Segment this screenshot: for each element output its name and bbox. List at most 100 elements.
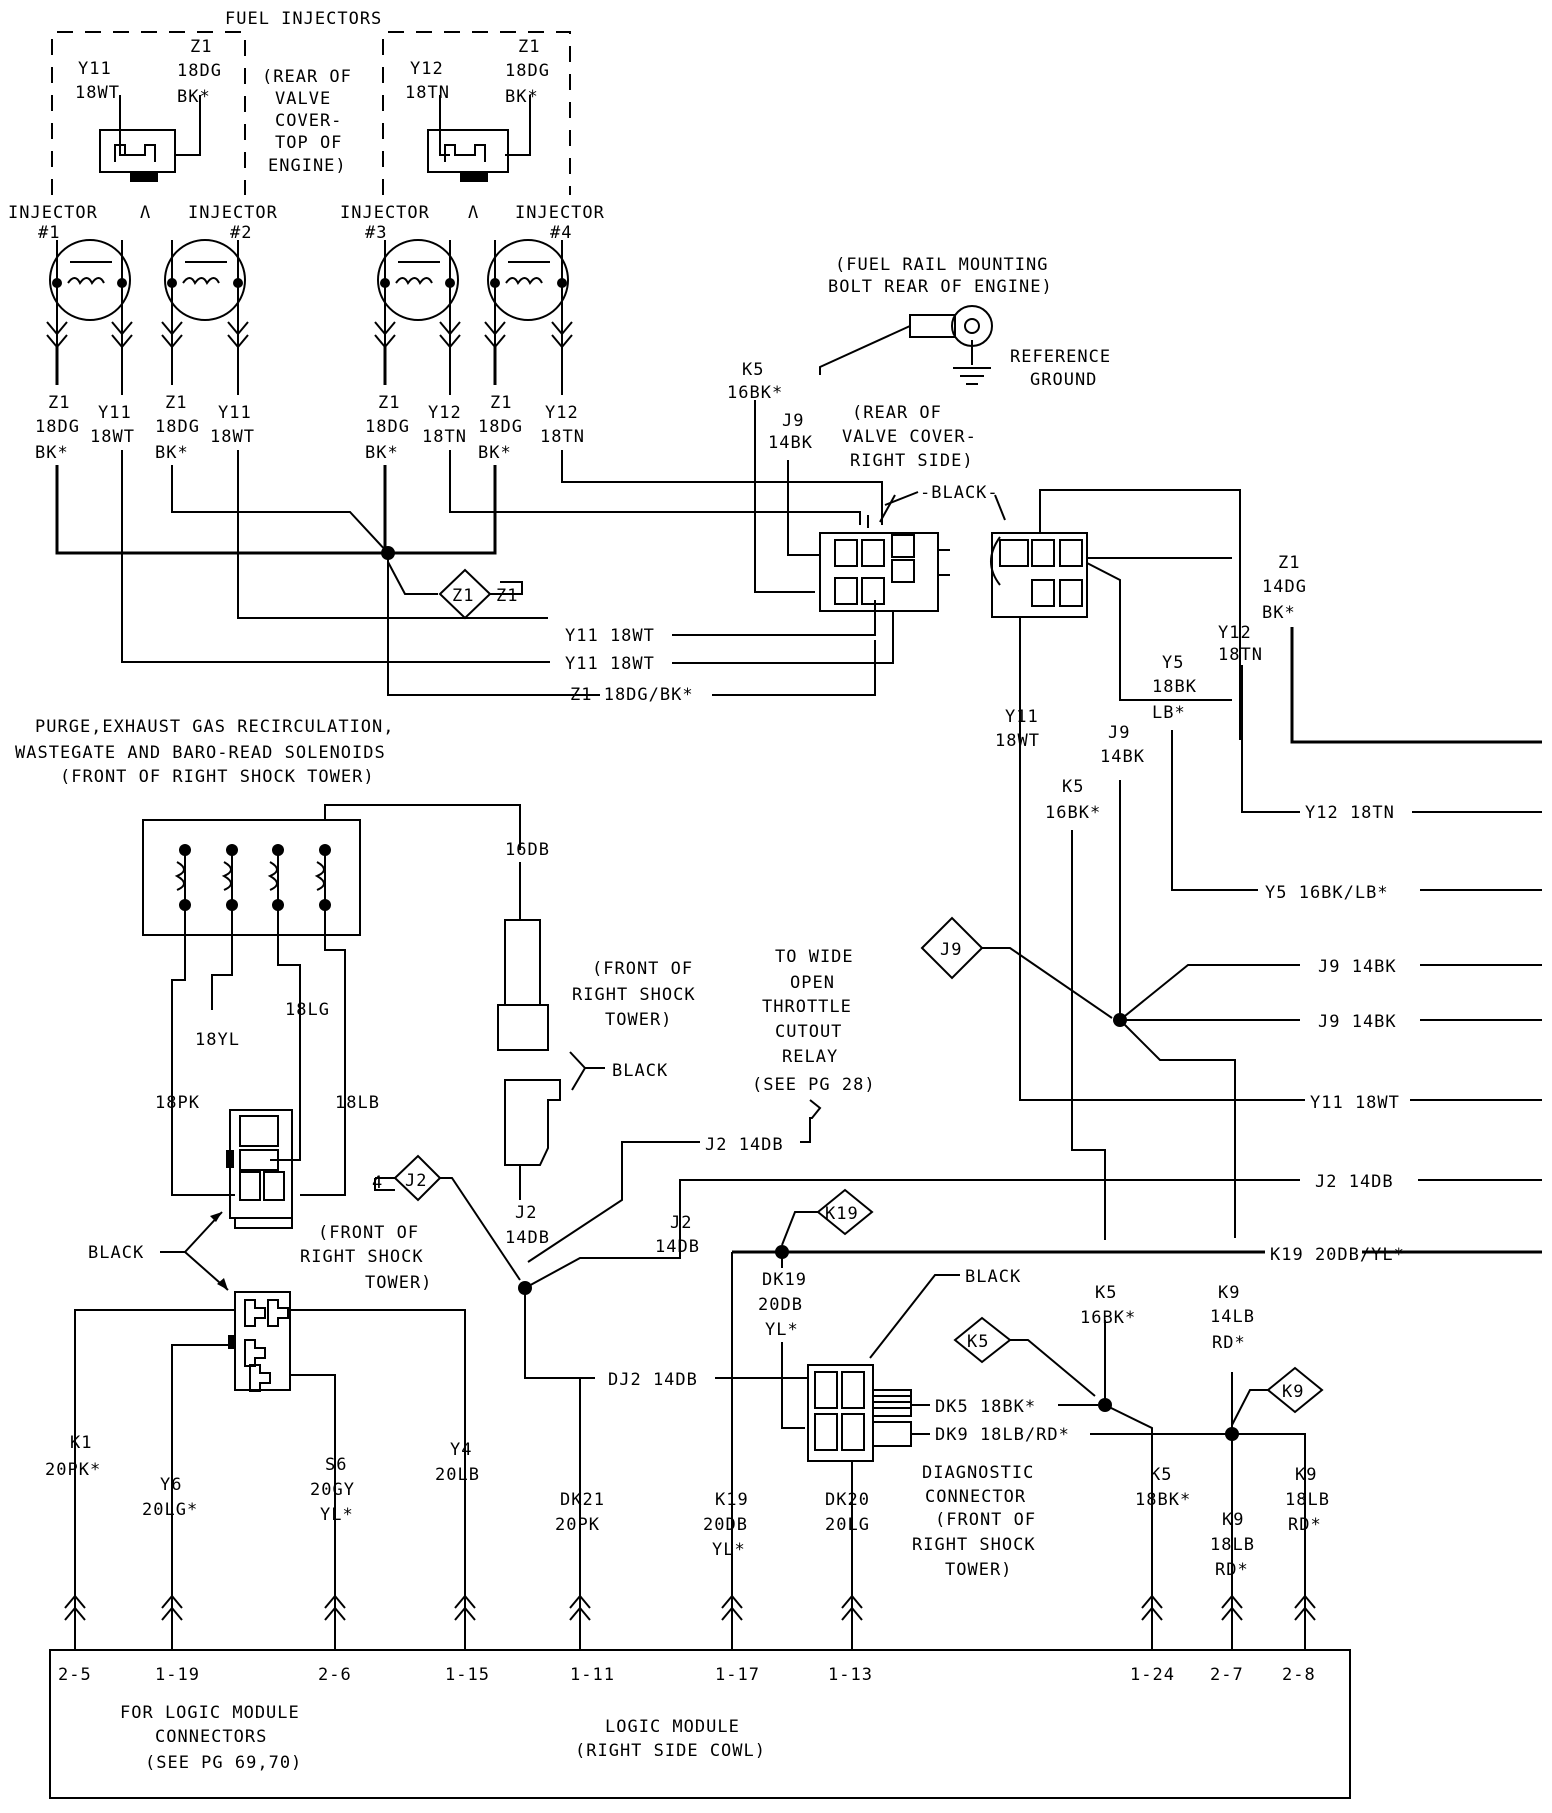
svg-text:K5: K5	[967, 1332, 989, 1352]
dk5-dk9-wires	[911, 1404, 1228, 1435]
svg-text:16BK*: 16BK*	[727, 383, 783, 403]
svg-text:REFERENCE: REFERENCE	[1010, 347, 1111, 367]
svg-text:1-13: 1-13	[828, 1665, 873, 1685]
svg-text:14DB: 14DB	[655, 1237, 700, 1257]
label-k9-bot2: K9 18LB RD*	[1285, 1465, 1329, 1535]
note-reference-ground: REFERENCE GROUND	[1010, 347, 1111, 390]
svg-text:DK9 18LB/RD*: DK9 18LB/RD*	[935, 1425, 1070, 1445]
svg-text:(REAR OF: (REAR OF	[262, 67, 352, 87]
label-connector-black-3: BLACK	[612, 1061, 668, 1081]
svg-text:(REAR OF: (REAR OF	[852, 403, 942, 423]
dk19-wire	[781, 1252, 805, 1429]
svg-text:COVER-: COVER-	[275, 111, 342, 131]
svg-text:RIGHT SHOCK: RIGHT SHOCK	[300, 1247, 424, 1267]
run-y11-1: Y11 18WT	[565, 600, 876, 646]
svg-text:Z1: Z1	[490, 393, 512, 413]
svg-text:TOP OF: TOP OF	[275, 133, 342, 153]
svg-text:4: 4	[372, 1173, 383, 1193]
label-inj1-y11: Y11 18WT	[90, 403, 135, 447]
svg-text:TO WIDE: TO WIDE	[775, 947, 854, 967]
svg-text:#4: #4	[550, 223, 572, 243]
svg-text:18WT: 18WT	[75, 83, 120, 103]
diagram-title: FUEL INJECTORS	[225, 9, 382, 29]
note-rear-valve-cover-top: (REAR OF VALVE COVER- TOP OF ENGINE)	[262, 67, 352, 176]
label-injector-2: INJECTOR #2	[188, 203, 278, 243]
svg-text:RD*: RD*	[1212, 1333, 1246, 1353]
j2-relay-wire	[527, 1141, 700, 1263]
injector-chevrons	[46, 283, 573, 349]
svg-text:18LB: 18LB	[1210, 1535, 1255, 1555]
svg-text:20LG: 20LG	[825, 1515, 870, 1535]
label-j2-vert2: J2 14DB	[655, 1213, 700, 1257]
svg-text:(FRONT OF: (FRONT OF	[318, 1223, 419, 1243]
svg-text:Z1: Z1	[518, 37, 540, 57]
svg-text:18WT: 18WT	[90, 427, 135, 447]
svg-text:DIAGNOSTIC: DIAGNOSTIC	[922, 1463, 1034, 1483]
j9-splice-tag: J9	[920, 916, 1113, 1019]
svg-text:DK19: DK19	[762, 1270, 807, 1290]
svg-text:18DG: 18DG	[365, 417, 410, 437]
label-k1: K1 20PK*	[45, 1433, 101, 1480]
run-y11-2: Y11 18WT	[565, 610, 894, 674]
svg-text:J2: J2	[405, 1171, 427, 1191]
sol-16db-wire	[324, 804, 521, 850]
label-inj2-z1: Z1 18DG BK*	[155, 393, 200, 463]
label-right-y11: Y11 18WT	[995, 707, 1039, 751]
label-sol-18pk: 18PK	[155, 1093, 200, 1113]
svg-text:K5: K5	[1095, 1283, 1117, 1303]
injector-2-symbol	[164, 239, 246, 321]
svg-text:K9: K9	[1222, 1510, 1244, 1530]
label-right-y5: Y5 18BK LB*	[1152, 653, 1196, 723]
svg-text:14LB: 14LB	[1210, 1307, 1255, 1327]
svg-text:20PK*: 20PK*	[45, 1460, 101, 1480]
module-harness-wires	[74, 1309, 466, 1650]
svg-text:INJECTOR: INJECTOR	[188, 203, 278, 223]
note-diagnostic-connector: DIAGNOSTIC CONNECTOR (FRONT OF RIGHT SHO…	[912, 1463, 1036, 1580]
label-connector-black-2: BLACK	[88, 1243, 144, 1263]
label-right-j9: J9 14BK	[1100, 723, 1144, 767]
run-z1: Z1 18DG/BK*	[570, 640, 876, 705]
svg-text:Z1: Z1	[378, 393, 400, 413]
svg-text:18DG: 18DG	[155, 417, 200, 437]
out-y5: Y5 16BK/LB*	[1265, 883, 1389, 903]
svg-text:(FRONT OF: (FRONT OF	[592, 959, 693, 979]
j2-splice-tag: 4 J2	[372, 1154, 521, 1281]
svg-text:#2: #2	[230, 223, 252, 243]
label-k19-bot: K19 20DB YL*	[703, 1490, 748, 1560]
svg-text:K5: K5	[1150, 1465, 1172, 1485]
note-solenoids: PURGE,EXHAUST GAS RECIRCULATION, WASTEGA…	[15, 717, 394, 787]
label-k5-bot: K5 18BK*	[1135, 1465, 1190, 1510]
svg-text:Y12: Y12	[410, 59, 444, 79]
caret-1: Λ	[140, 203, 151, 223]
svg-text:1-24: 1-24	[1130, 1665, 1175, 1685]
j2-wires	[524, 1179, 1542, 1379]
svg-text:BK*: BK*	[478, 443, 512, 463]
svg-text:18DG: 18DG	[478, 417, 523, 437]
svg-text:BK*: BK*	[505, 87, 539, 107]
wot-relay-connector-bottom	[504, 1079, 561, 1200]
label-top-z1b: Z1 18DG BK*	[505, 37, 550, 107]
svg-text:RIGHT SIDE): RIGHT SIDE)	[850, 451, 974, 471]
svg-text:DK21: DK21	[560, 1490, 605, 1510]
svg-text:18DG: 18DG	[35, 417, 80, 437]
svg-text:DK20: DK20	[825, 1490, 870, 1510]
label-k5-mid: K5 16BK*	[1080, 1283, 1135, 1328]
label-dk9: DK9 18LB/RD*	[935, 1425, 1070, 1445]
injector-harness-connector-left	[99, 95, 201, 182]
note-front-shock-tower-2: (FRONT OF RIGHT SHOCK TOWER)	[572, 959, 695, 1030]
svg-text:20LG*: 20LG*	[142, 1500, 198, 1520]
svg-text:S6: S6	[325, 1455, 347, 1475]
svg-text:(FRONT OF RIGHT SHOCK TOWER): (FRONT OF RIGHT SHOCK TOWER)	[60, 767, 375, 787]
svg-text:RIGHT SHOCK: RIGHT SHOCK	[912, 1535, 1036, 1555]
svg-text:K9: K9	[1295, 1465, 1317, 1485]
svg-text:RD*: RD*	[1288, 1515, 1322, 1535]
injector-1-symbol	[49, 239, 131, 321]
wot-relay-lead	[800, 1099, 822, 1143]
svg-text:18DG: 18DG	[505, 61, 550, 81]
svg-text:LB*: LB*	[1152, 703, 1186, 723]
svg-text:18WT: 18WT	[210, 427, 255, 447]
svg-text:Y12: Y12	[545, 403, 579, 423]
svg-text:Y5 16BK/LB*: Y5 16BK/LB*	[1265, 883, 1389, 903]
k9-splice-tag: K9	[1231, 1366, 1324, 1426]
svg-text:18TN: 18TN	[422, 427, 467, 447]
